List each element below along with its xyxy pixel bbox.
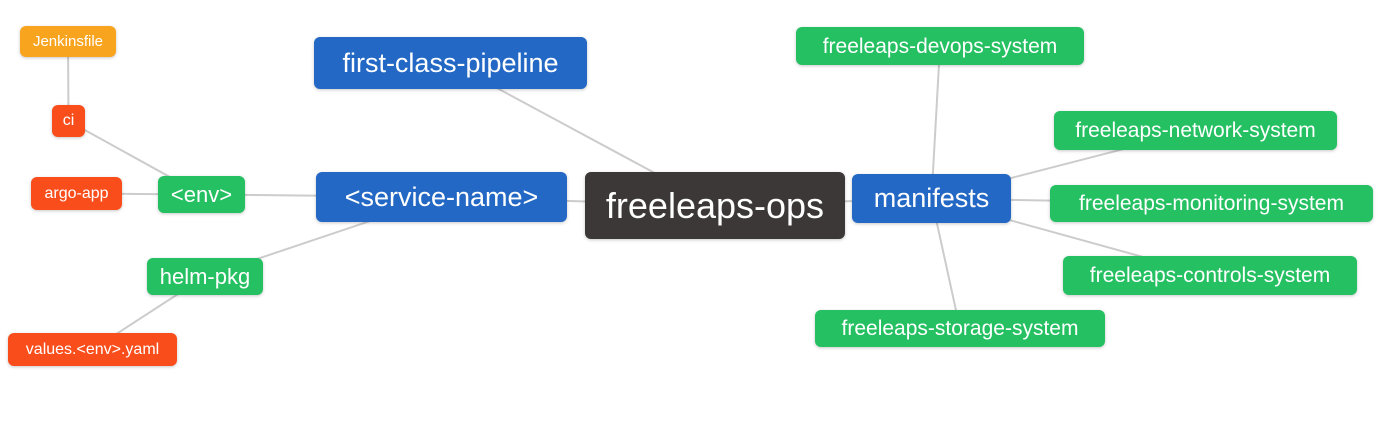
node-controls-system[interactable]: freeleaps-controls-system (1063, 256, 1357, 295)
node-ci[interactable]: ci (52, 105, 85, 137)
node-helm-pkg[interactable]: helm-pkg (147, 258, 263, 295)
edge-manifests--devops-system (930, 45, 941, 199)
node-env[interactable]: <env> (158, 176, 245, 213)
node-network-system[interactable]: freeleaps-network-system (1054, 111, 1337, 150)
node-jenkinsfile[interactable]: Jenkinsfile (20, 26, 116, 57)
node-service-name[interactable]: <service-name> (316, 172, 567, 222)
node-devops-system[interactable]: freeleaps-devops-system (796, 27, 1084, 65)
node-first-class-pipeline[interactable]: first-class-pipeline (314, 37, 587, 89)
node-manifests[interactable]: manifests (852, 174, 1011, 223)
node-values-env-yaml[interactable]: values.<env>.yaml (8, 333, 177, 366)
node-storage-system[interactable]: freeleaps-storage-system (815, 310, 1105, 347)
node-monitoring-system[interactable]: freeleaps-monitoring-system (1050, 185, 1373, 222)
node-freeleaps-ops[interactable]: freeleaps-ops (585, 172, 845, 239)
node-argo-app[interactable]: argo-app (31, 177, 122, 210)
